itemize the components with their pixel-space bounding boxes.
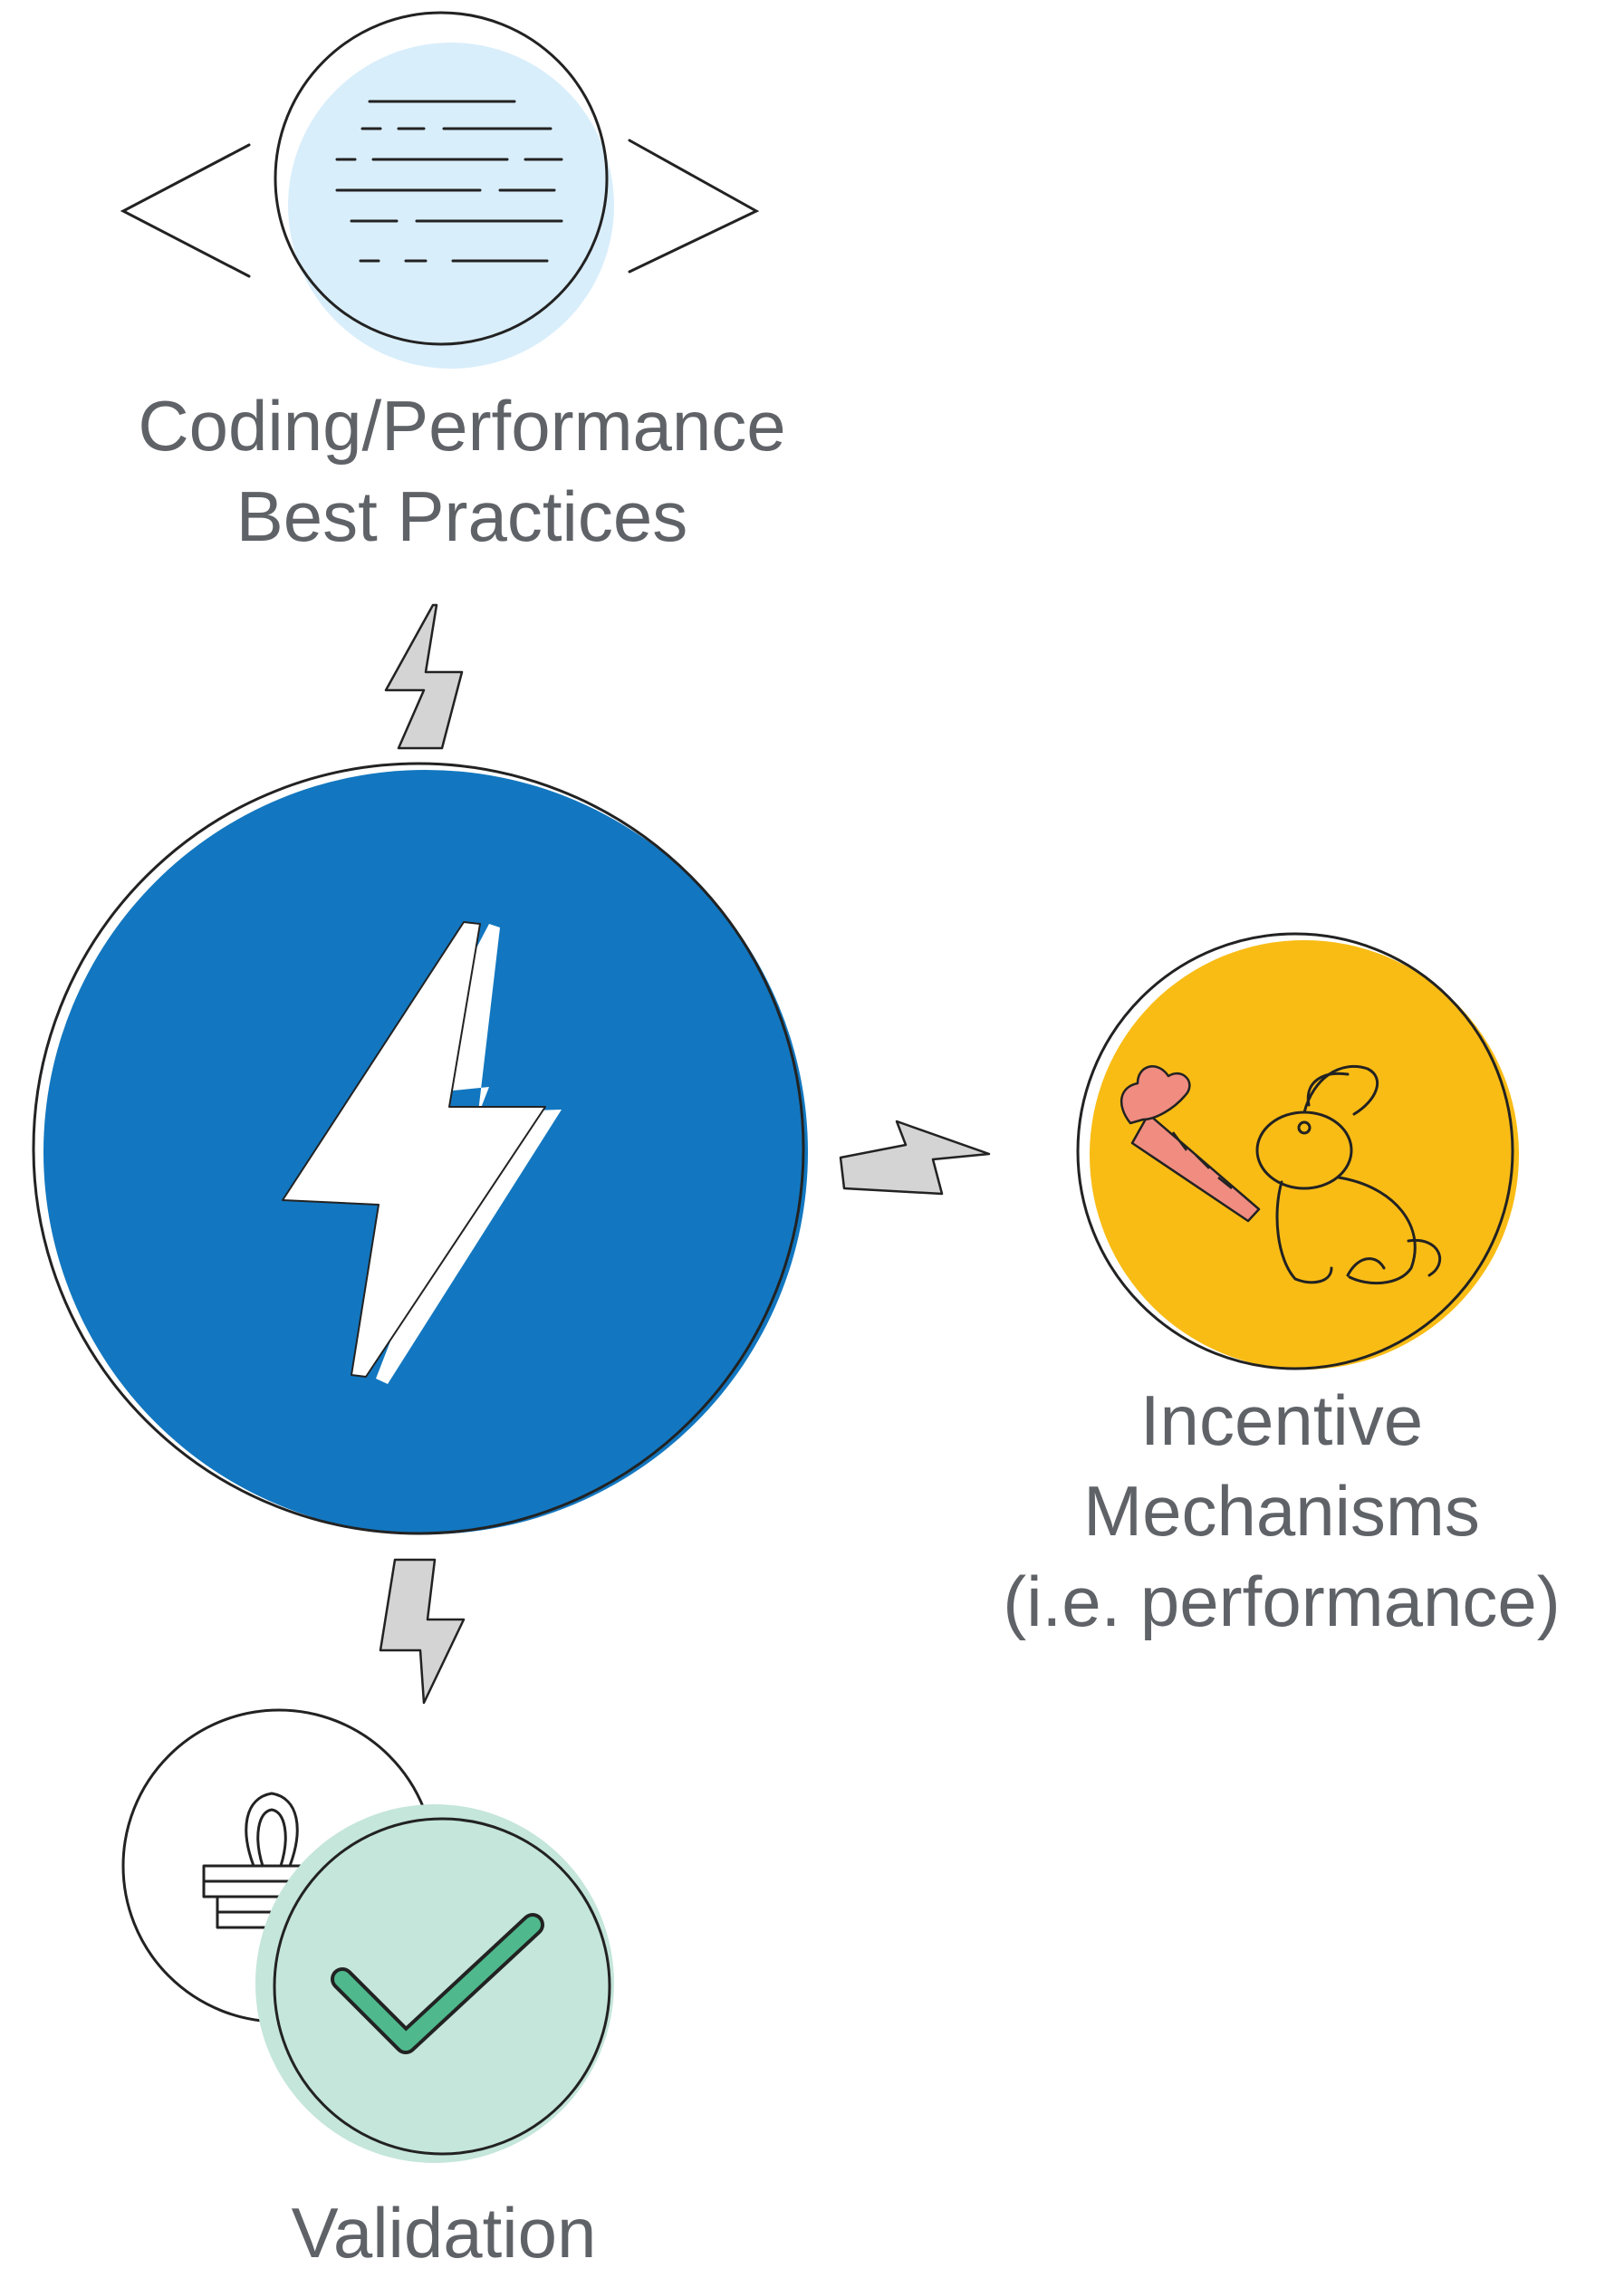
check-circle-outline — [273, 1817, 611, 2156]
center-circle-outline — [32, 762, 805, 1535]
amp-lightning-bolt-icon — [282, 921, 562, 1384]
incentive-line3: (i.e. performance) — [1003, 1562, 1561, 1641]
incentive-node — [1076, 932, 1519, 1370]
check-circle-fill — [255, 1804, 614, 2163]
validation-title: Validation — [291, 2193, 597, 2273]
coding-subtitle: Best Practices — [235, 476, 688, 556]
coding-node — [120, 11, 760, 369]
validation-node — [121, 1708, 614, 2163]
coding-circle-outline — [274, 11, 609, 346]
checkmark-icon — [331, 1913, 544, 2054]
lightning-connector-icon — [839, 1120, 991, 1196]
center-node — [32, 762, 808, 1535]
lightning-connector-icon — [384, 603, 464, 750]
validation-label: Validation — [172, 2187, 716, 2278]
incentive-circle-fill — [1090, 940, 1519, 1370]
lightning-connector-icon — [379, 1558, 466, 1705]
coding-circle-fill — [288, 43, 614, 369]
carrot-rabbit-icon — [1120, 1064, 1441, 1285]
rabbit-icon — [1255, 1064, 1441, 1285]
incentive-line2: Mechanisms — [1083, 1471, 1480, 1551]
incentive-line1: Incentive — [1139, 1380, 1424, 1460]
incentive-circle-outline — [1076, 932, 1514, 1370]
coding-label: Coding/Performance Best Practices — [54, 380, 870, 562]
incentive-label: Incentive Mechanisms (i.e. performance) — [942, 1375, 1621, 1647]
carrot-icon — [1120, 1065, 1261, 1223]
code-document-icon — [120, 100, 760, 278]
coding-title: Coding/Performance — [138, 386, 786, 466]
